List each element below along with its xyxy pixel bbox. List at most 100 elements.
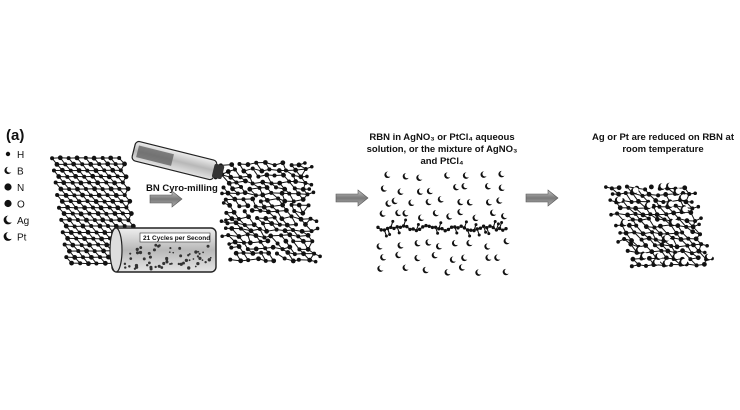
ion-crescent-icon [449, 256, 458, 263]
ion-crescent-icon [480, 171, 488, 178]
ion-crescent-icon [484, 243, 492, 250]
ion-crescent-icon [466, 239, 474, 247]
ion-crescent-icon [496, 197, 504, 204]
metal-particle-icon [635, 246, 644, 254]
ion-crescent-icon [485, 198, 494, 206]
step2-line-2: solution, or the mixture of AgNO₃ [367, 144, 518, 155]
step3-line-1: Ag or Pt are reduced on RBN at [592, 132, 735, 143]
hydrogen-atom-icon [5, 151, 11, 157]
legend-item-h: H [5, 150, 24, 161]
atom-dot-icon [4, 183, 12, 191]
ion-crescent-icon [397, 188, 405, 195]
ion-crescent-icon [380, 185, 389, 192]
ion-crescent-icon [444, 268, 452, 276]
ion-crescent-icon [498, 184, 507, 192]
ion-crescent-icon [377, 265, 385, 272]
ion-crescent-icon [418, 214, 426, 222]
metal-particle-icon [662, 259, 671, 267]
metal-particle-icon [640, 252, 648, 260]
milling-vial-icon [131, 140, 225, 181]
ion-crescent-icon [494, 254, 502, 261]
pristine-bn-lattice [50, 155, 141, 267]
step3-line-2: room temperature [622, 144, 703, 155]
metal-crescent-icon [3, 231, 14, 241]
legend-label: O [17, 200, 25, 211]
step2-caption: RBN in AgNO₃ or PtCl₄ aqueous solution, … [367, 132, 518, 167]
metal-particle-icon [679, 258, 687, 267]
ion-crescent-icon [435, 242, 444, 250]
ion-crescent-icon [426, 187, 435, 195]
metal-particle-icon [630, 187, 639, 195]
ion-crescent-icon [395, 251, 403, 259]
ion-crescent-icon [402, 209, 410, 217]
ion-crescent-icon [437, 195, 446, 203]
metal-particle-icon [672, 253, 681, 261]
ion-crescent-icon [501, 212, 509, 220]
ion-crescent-icon [502, 268, 511, 276]
ion-crescent-icon [457, 208, 465, 216]
ion-crescent-icon [391, 197, 400, 205]
legend-item-pt: Pt [3, 231, 27, 244]
atom-dot-icon [4, 199, 12, 208]
rbn-atoms [218, 160, 317, 264]
ion-crescent-icon [416, 174, 424, 181]
process-arrow-1 [149, 190, 183, 208]
solution-dispersion [376, 170, 511, 276]
boron-crescent-icon [4, 166, 13, 175]
process-arrow-2 [335, 189, 369, 207]
ion-crescent-icon [422, 266, 431, 274]
ion-crescent-icon [485, 254, 493, 261]
legend-item-ag: Ag [3, 215, 29, 227]
ion-crescent-icon [397, 241, 405, 249]
metal-particle-icon [673, 188, 682, 196]
ion-crescent-icon [490, 209, 498, 217]
legend-item-o: O [4, 200, 25, 211]
panel-label: (a) [6, 127, 24, 144]
ion-crescent-icon [402, 172, 411, 180]
ion-crescent-icon [472, 214, 480, 222]
metal-ions [376, 170, 511, 276]
ion-crescent-icon [462, 172, 471, 179]
ion-crescent-icon [485, 182, 493, 190]
metal-particle-icon [620, 219, 629, 227]
ion-crescent-icon [414, 239, 422, 247]
ion-crescent-icon [425, 198, 434, 206]
metal-particle-icon [678, 194, 687, 202]
ion-crescent-icon [461, 254, 469, 262]
ion-crescent-icon [402, 264, 410, 271]
ion-crescent-icon [425, 238, 433, 246]
metal-particle-icon [658, 182, 667, 191]
ion-crescent-icon [475, 269, 483, 276]
legend-label: B [17, 167, 24, 178]
ion-crescent-icon [417, 188, 425, 195]
ion-crescent-icon [498, 170, 506, 178]
step2-line-3: and PtCl₄ [420, 156, 464, 167]
metal-particle-icon [614, 196, 623, 204]
legend-label: H [17, 150, 24, 161]
metal-crescent-icon [3, 215, 14, 225]
ion-crescent-icon [432, 209, 441, 217]
milling-chamber-icon: 21 Cycles per Second [109, 227, 217, 273]
ion-crescent-icon [461, 182, 469, 190]
step2-line-1: RBN in AgNO₃ or PtCl₄ aqueous [369, 132, 514, 143]
ion-crescent-icon [444, 172, 452, 179]
ion-crescent-icon [414, 254, 422, 262]
milled-rbn-lattice [213, 160, 322, 264]
metal-particle-icon [680, 206, 689, 214]
ion-crescent-icon [503, 237, 511, 245]
process-arrow-3 [525, 189, 559, 207]
ion-crescent-icon [380, 253, 388, 261]
ion-crescent-icon [395, 209, 403, 217]
metal-particle-icon [669, 219, 678, 227]
chamber-label: 21 Cycles per Second [143, 235, 210, 242]
ion-crescent-icon [379, 210, 388, 217]
bn-atoms [50, 155, 141, 267]
metal-particle-icon [662, 234, 671, 243]
ion-crescent-icon [385, 200, 393, 207]
ion-crescent-icon [376, 242, 384, 250]
ion-crescent-icon [458, 263, 467, 271]
ion-crescent-icon [453, 183, 461, 191]
metal-particle-icon [704, 253, 713, 261]
